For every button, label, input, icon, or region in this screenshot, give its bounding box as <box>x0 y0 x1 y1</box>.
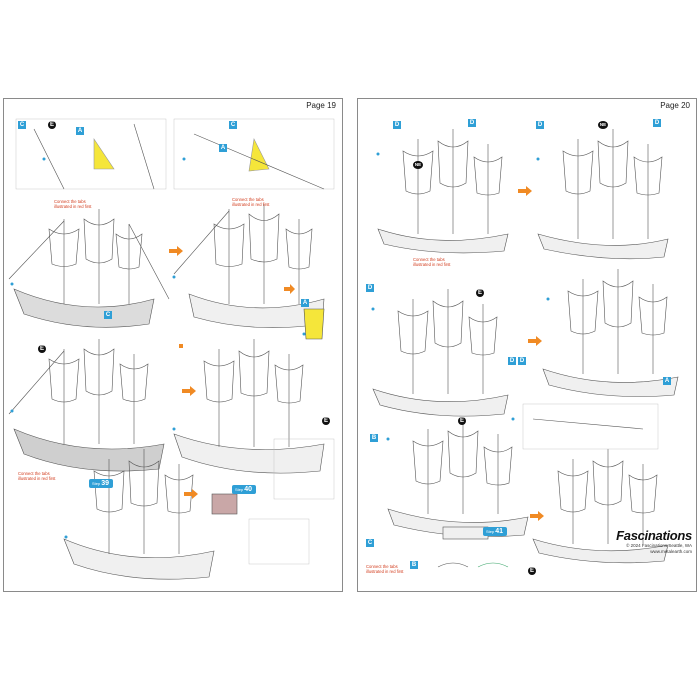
brand-logo: Fascinations <box>616 528 692 543</box>
instruction-note: Connect the tabs illustrated in red firs… <box>54 199 92 209</box>
website-text: www.metalearth.com <box>650 549 692 554</box>
ship-drawing-6 <box>377 129 509 254</box>
part-tag: E <box>528 567 536 575</box>
part-tag: NE <box>598 121 608 129</box>
ship-drawing-5 <box>63 438 335 580</box>
copyright-text: © 2024 Fascinations Seattle, WA <box>626 543 692 548</box>
part-tag: D <box>468 119 476 127</box>
part-tag: E <box>322 417 330 425</box>
step-prefix: Step <box>235 487 244 492</box>
part-tag: E <box>38 345 46 353</box>
assembly-diagrams <box>371 129 679 568</box>
ship-drawing-7 <box>537 129 669 260</box>
brand-block: Fascinations © 2024 Fascinations Seattle… <box>616 528 692 555</box>
ship-drawing-1 <box>8 209 170 328</box>
part-tag: C <box>366 539 374 547</box>
step-badge-40: Step40 <box>232 485 257 494</box>
part-tag: E <box>48 121 56 129</box>
instruction-page-20: Page 20 <box>357 98 697 592</box>
ship-drawing-9 <box>542 269 679 397</box>
ship-drawing-8 <box>372 289 509 417</box>
ship-drawing-3 <box>8 339 165 472</box>
part-tag: E <box>458 417 466 425</box>
part-tag: C <box>229 121 237 129</box>
step-arrows <box>518 186 544 521</box>
part-tag: D <box>518 357 526 365</box>
ship-drawing-2 <box>173 204 325 328</box>
step-arrows <box>169 246 295 499</box>
instruction-page-19: Page 19 <box>3 98 343 592</box>
part-tag: A <box>301 299 309 307</box>
part-tag: D <box>508 357 516 365</box>
part-tag: E <box>476 289 484 297</box>
ship-drawing-10 <box>387 419 529 540</box>
instruction-note: Connect the tabs illustrated in red firs… <box>18 471 56 481</box>
part-tag: C <box>104 311 112 319</box>
part-tag: B <box>370 434 378 442</box>
instruction-note: Connect the tabs illustrated in red firs… <box>366 564 404 574</box>
page-number: Page 20 <box>660 101 690 110</box>
ship-drawing-4 <box>173 308 325 474</box>
part-tag: D <box>393 121 401 129</box>
part-tag: D <box>536 121 544 129</box>
step-prefix: Step <box>92 481 101 486</box>
step-prefix: Step <box>486 529 495 534</box>
step-number: 40 <box>244 486 253 493</box>
part-tag: A <box>219 144 227 152</box>
instruction-note: Connect the tabs illustrated in red firs… <box>232 197 270 207</box>
part-tag: B <box>410 561 418 569</box>
part-tag: A <box>663 377 671 385</box>
step-number: 39 <box>101 480 110 487</box>
part-tag: D <box>653 119 661 127</box>
step-number: 41 <box>495 528 504 535</box>
step-badge-39: Step39 <box>89 479 114 488</box>
page-number: Page 19 <box>306 101 336 110</box>
part-tag: C <box>18 121 26 129</box>
instruction-note: Connect the tabs illustrated in red firs… <box>413 257 451 267</box>
assembly-diagrams <box>8 118 335 580</box>
ship-drawing-11 <box>532 449 669 564</box>
part-tag: D <box>366 284 374 292</box>
step-badge-41: Step41 <box>483 527 508 536</box>
part-tag: NE <box>413 161 423 169</box>
part-tag: A <box>76 127 84 135</box>
